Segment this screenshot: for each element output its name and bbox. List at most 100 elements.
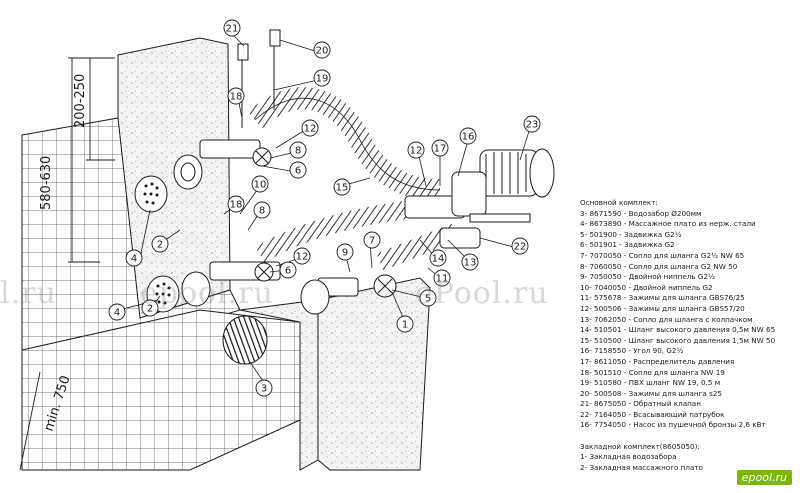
callout-number: 8: [259, 206, 265, 217]
dimension-height-total: 580-630: [39, 156, 54, 210]
callout-circle: [253, 201, 271, 219]
callout-number: 20: [316, 46, 329, 57]
fitting-lower-right: [300, 279, 330, 315]
callout-marker: 5: [419, 289, 437, 307]
legend-item: 14- 510501 - Шланг высокого давления 0,5…: [580, 325, 776, 335]
callout-number: 23: [526, 120, 539, 131]
callout-circle: [289, 161, 307, 179]
callout-marker: 18: [227, 195, 245, 213]
callout-marker: 11: [433, 269, 451, 287]
legend-item: 12- 500506 - Зажимы для шланга GBS57/20: [580, 303, 745, 313]
legend-item: 9- 7050050 - Двойной ниппель G2½: [580, 272, 716, 282]
legend-item: 10- 7040050 - Двойной ниппель G2: [580, 282, 713, 292]
legend-item: 5- 501900 - Задвижка G2½: [580, 229, 682, 239]
callout-marker: 16: [459, 127, 477, 145]
callout-circle: [431, 139, 449, 157]
hose-15-lower: [255, 199, 422, 263]
callout-circle: [363, 231, 381, 249]
fitting-lower: [181, 271, 211, 307]
legend-item: 8- 7060050 - Сопло для шланга G2 NW 50: [580, 261, 738, 271]
callout-number: 19: [316, 74, 329, 85]
callout-circle: [419, 289, 437, 307]
callout-circle: [459, 127, 477, 145]
callout-number: 3: [261, 384, 267, 395]
hose-15-upper-outline: [254, 97, 441, 191]
callout-circle: [289, 141, 307, 159]
callout-marker: 12: [293, 247, 311, 265]
valves: [237, 29, 397, 298]
pump-base: [469, 213, 531, 223]
callout-marker: 21: [223, 19, 241, 37]
dimension-height-upper: 200-250: [73, 74, 88, 128]
callout-marker: 6: [289, 161, 307, 179]
callout-number: 6: [285, 266, 291, 277]
callout-circle: [523, 115, 541, 133]
callout-circle: [429, 249, 447, 267]
legend-item: 17- 8611050 - Распределитель давления: [580, 356, 735, 366]
callout-marker: 14: [429, 249, 447, 267]
callout-circle: [223, 19, 241, 37]
embedded-kit-item: 1- Закладная водозабора: [580, 452, 677, 462]
callout-number: 14: [432, 254, 445, 265]
legend-item: 18- 501510 - Сопло для шланга NW 19: [580, 367, 725, 377]
legend-title: Основной комплект:: [580, 198, 658, 207]
callout-number: 13: [464, 258, 477, 269]
callout-circle: [125, 249, 143, 267]
callout-marker: 13: [461, 253, 479, 271]
check-valve-21-a: [237, 43, 249, 61]
callout-circle: [396, 315, 414, 333]
massage-plate-upper-holes: [143, 182, 159, 205]
legend-item: 4- 8673890 - Массажное плато из нерж. ст…: [580, 219, 756, 229]
callout-number: 10: [254, 180, 267, 191]
callout-marker: 18: [227, 87, 245, 105]
fitting-upper-inner: [180, 162, 196, 182]
callout-marker: 23: [523, 115, 541, 133]
suction-pipe-22: [439, 227, 481, 249]
callout-circle: [227, 195, 245, 213]
callout-circle: [313, 41, 331, 59]
callout-marker: 2: [141, 299, 159, 317]
callout-marker: 17: [431, 139, 449, 157]
callout-circle: [293, 247, 311, 265]
callout-circle: [333, 178, 351, 196]
callout-marker: 20: [313, 41, 331, 59]
watermark-left: l.ru: [0, 276, 57, 311]
pump-motor-end: [529, 148, 555, 198]
callout-circle: [461, 253, 479, 271]
callout-circle: [255, 379, 273, 397]
callout-number: 2: [147, 304, 153, 315]
callout-marker: 4: [108, 303, 126, 321]
legend-item: 22- 7164050 - Всасывающий патрубок: [580, 409, 725, 419]
dimension-lines: [19, 57, 115, 471]
legend-item: 13- 7062050 - Сопло для шланга с колпачк…: [580, 314, 753, 324]
wall-right-block: [317, 277, 431, 471]
callout-circle: [227, 87, 245, 105]
callout-number: 18: [230, 200, 243, 211]
callout-marker: 12: [407, 141, 425, 159]
callout-number: 12: [410, 146, 423, 157]
watermark-right: ePool.ru: [415, 276, 549, 311]
callout-number: 21: [226, 24, 239, 35]
watermark-mid: epool.ru: [140, 276, 274, 311]
callout-number: 9: [342, 248, 348, 259]
callout-circle: [251, 175, 269, 193]
callout-number: 15: [336, 183, 349, 194]
legend-item: 21- 8675050 - Обратный клапан: [580, 399, 701, 409]
legend-item: 6- 501901 - Задвижка G2: [580, 240, 675, 250]
callout-marker: 19: [313, 69, 331, 87]
embedded-kit-title: Закладной комплект(8605050):: [580, 441, 700, 451]
callout-marker: 6: [279, 261, 297, 279]
legend-item: 16- 7754050 - Насос из пушечной бронзы 2…: [580, 420, 766, 430]
callout-number: 7: [369, 236, 375, 247]
suction-grille-3: [222, 315, 268, 365]
callout-circle: [336, 243, 354, 261]
callout-number: 17: [434, 144, 447, 155]
callout-number: 22: [514, 242, 527, 253]
callout-number: 4: [131, 254, 137, 265]
callout-marker: 8: [253, 201, 271, 219]
callout-marker: 15: [333, 178, 351, 196]
